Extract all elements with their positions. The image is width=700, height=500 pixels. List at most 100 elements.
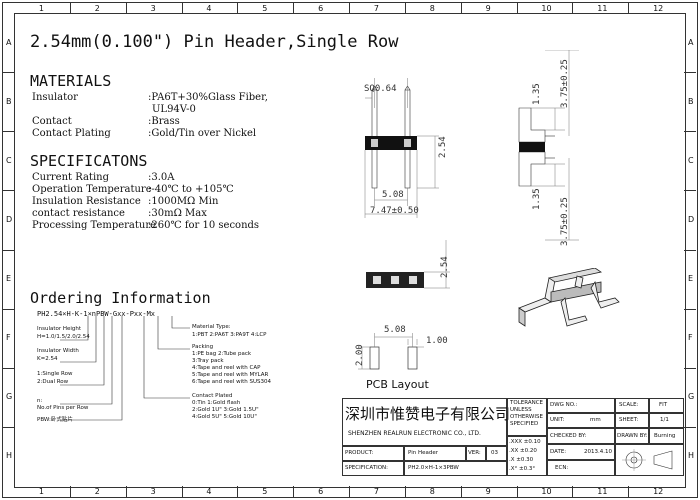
zone-tick	[404, 2, 406, 13]
ver-label-cell	[466, 446, 486, 461]
contact-plated-2: 2:Gold 1U" 3:Gold 1.5U"	[192, 407, 259, 413]
zone-column-label: 11	[597, 487, 608, 496]
zone-tick	[181, 2, 183, 13]
zone-tick	[125, 2, 127, 13]
zone-tick	[349, 2, 350, 13]
dim-height: 2.54	[438, 136, 448, 158]
zone-row-label: H	[688, 451, 695, 461]
zone-row-label: F	[6, 333, 11, 343]
ordering-note-2: Insulator Width	[37, 348, 79, 354]
materials-label-3: Contact Plating	[32, 128, 111, 139]
materials-value-0: :PA6T+30%Glass Fiber,	[148, 92, 268, 103]
tolerance-0: .XXX ±0.10	[509, 439, 541, 445]
zone-tick	[69, 2, 71, 13]
unit-value: mm	[590, 417, 601, 423]
packing-item-1: 1:PE bag 2:Tube pack	[192, 351, 252, 357]
zone-tick	[2, 249, 14, 251]
scale-label-cell	[615, 398, 649, 413]
zone-tick	[684, 190, 696, 192]
zone-row-label: H	[6, 451, 13, 461]
ordering-note-1: H=1.0/1.5/2.0/2.54	[37, 334, 90, 340]
zone-column-label: 9	[485, 4, 491, 13]
spec-value-0: :3.0A	[148, 172, 175, 183]
scale-value-cell	[649, 398, 684, 413]
scale-value: FIT	[659, 402, 668, 408]
dwg-no-cell	[547, 398, 615, 413]
ordering-note-0: Insulator Height	[37, 326, 82, 332]
spec-label: SPECIFICATION:	[345, 465, 388, 471]
zone-column-label: 1	[38, 4, 44, 13]
dim-sq: SQ0.64	[364, 84, 397, 94]
packing-item-4: 5:Tape and reel with MYLAR	[192, 372, 269, 378]
zone-tick	[684, 72, 696, 74]
zone-tick	[2, 131, 14, 133]
contact-plated-3: 4:Gold 5U" 5:Gold 10U"	[192, 414, 257, 420]
packing-item-5: 6:Tape and reel with SUS304	[192, 379, 271, 385]
zone-column-label: 7	[373, 4, 379, 13]
zone-tick	[2, 72, 14, 74]
tolerance-3: .X° ±0.3°	[509, 466, 536, 472]
spec-label-2: Insulation Resistance	[32, 196, 141, 207]
date-label: DATE:	[550, 449, 567, 455]
ordering-note-6: n:	[37, 398, 43, 404]
tolerance-header-3: SPECIFIED	[510, 421, 539, 427]
spec-value-3: :30mΩ Max	[148, 208, 207, 219]
materials-value-1: UL94V-0	[152, 104, 196, 115]
company-name-cn: 深圳市惟赞电子有限公司	[345, 405, 511, 423]
spec-value: PH2.0×H-1×3PBW	[408, 465, 459, 471]
ver-value-cell	[486, 446, 507, 461]
zone-column-label: 8	[429, 487, 435, 496]
zone-tick	[684, 426, 696, 428]
materials-value-3: :Gold/Tin over Nickel	[148, 128, 257, 139]
scale-label: SCALE:	[619, 402, 639, 408]
zone-tick	[69, 486, 71, 497]
ordering-note-4: 1:Single Row	[37, 371, 73, 377]
zone-tick	[349, 486, 350, 497]
spec-label-4: Processing Temperature	[32, 220, 157, 231]
dim-pcb-h: 2.00	[355, 344, 365, 366]
tolerance-2: .X ±0.30	[509, 457, 534, 463]
product-label-cell	[342, 446, 404, 461]
dim-pitch: 5.08	[382, 190, 404, 200]
zone-column-label: 1	[38, 487, 44, 496]
dim-side-bot1: 1.35	[532, 188, 542, 210]
ordering-note-3: K=2.54	[37, 356, 58, 362]
checked-label: CHECKED BY:	[550, 433, 587, 439]
zone-column-label: 5	[262, 4, 268, 13]
tolerance-header-2: OTHERWISE	[510, 414, 543, 420]
dim-pcb-w: 1.00	[426, 336, 448, 346]
drawing-title: 2.54mm(0.100") Pin Header,Single Row	[30, 32, 399, 52]
zone-tick	[684, 308, 696, 310]
company-cell	[342, 398, 507, 446]
zone-column-label: 6	[318, 4, 324, 13]
dim-side-bot2: 3.75±0.25	[560, 197, 570, 246]
zone-column-label: 9	[485, 487, 491, 496]
zone-tick	[572, 486, 574, 497]
sheet-value: 1/1	[660, 417, 669, 423]
isometric-view-drawing	[518, 268, 620, 327]
product-value: Pin Header	[408, 450, 438, 456]
zone-tick	[125, 486, 127, 497]
materials-value-2: :Brass	[148, 116, 180, 127]
ecn-cell	[547, 460, 615, 476]
zone-tick	[2, 190, 14, 192]
zone-tick	[628, 486, 630, 497]
ordering-note-7: No.of Pins per Row	[37, 405, 89, 411]
materials-heading: MATERIALS	[30, 72, 112, 90]
spec-label-3: contact resistance	[32, 208, 125, 219]
zone-column-label: 12	[653, 4, 664, 13]
zone-tick	[2, 426, 14, 428]
sheet-label-cell	[615, 413, 649, 428]
zone-row-label: D	[688, 214, 695, 224]
spec-value-cell	[404, 461, 507, 476]
zone-tick	[628, 2, 630, 13]
zone-tick	[516, 486, 518, 497]
zone-tick	[181, 486, 183, 497]
sheet-value-cell	[649, 413, 684, 428]
spec-label-0: Current Rating	[32, 172, 109, 183]
projection-symbol-icon	[622, 449, 673, 471]
materials-label-2: Contact	[32, 116, 72, 127]
zone-column-label: 8	[429, 4, 435, 13]
specifications-heading: SPECIFICATONS	[30, 152, 148, 170]
zone-tick	[293, 2, 295, 13]
